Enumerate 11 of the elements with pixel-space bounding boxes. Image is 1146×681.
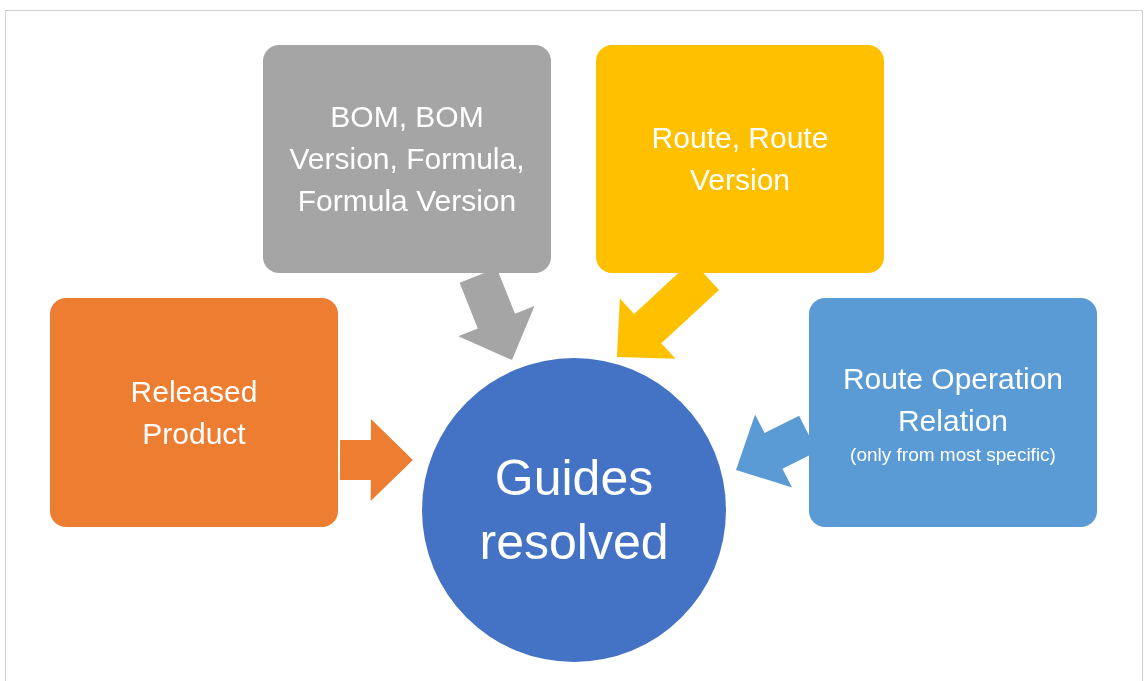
process-box [809,298,1097,527]
process-box [263,45,551,273]
process-box [50,298,338,527]
node-title: Route Operation Relation [841,360,1065,439]
process-box [596,45,884,273]
node-title: Guides resolved [478,449,670,572]
node-note: (only from most specific) [850,442,1056,467]
node-title: Released Product [129,373,259,452]
block-arrow [339,419,413,501]
node-title: BOM, BOM Version, Formula, Formula Version [289,99,525,219]
node-title: Route, Route Version [650,120,830,198]
